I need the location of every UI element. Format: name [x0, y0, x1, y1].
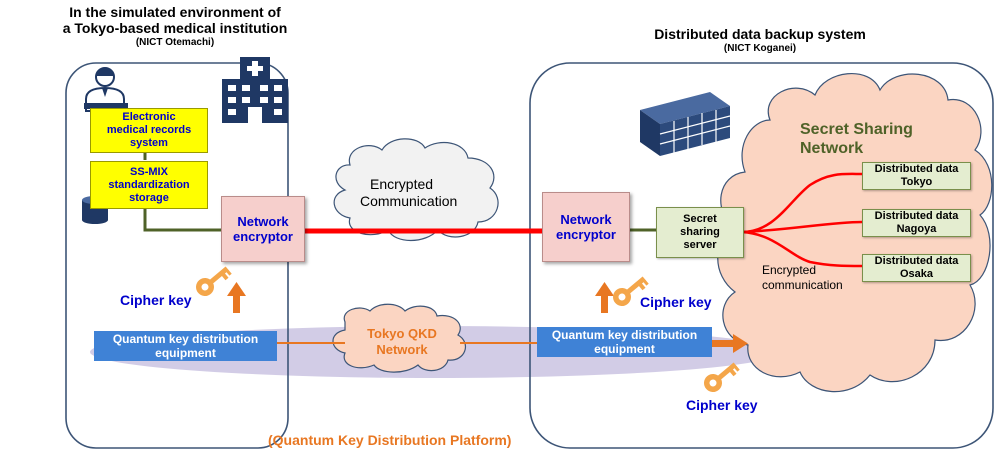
ssmix-storage-box: SS-MIX standardization storage — [90, 161, 208, 209]
left-network-encryptor: Network encryptor — [221, 196, 305, 262]
left-encryptor-line1: Network — [237, 214, 289, 229]
right-qkd-line2: equipment — [594, 342, 655, 356]
qkd-network-line2: Network — [376, 342, 428, 357]
ehr-system-box: Electronic medical records system — [90, 108, 208, 153]
qkd-right-arrow — [712, 334, 748, 353]
right-encryptor-line2: encryptor — [556, 227, 616, 242]
node-osaka-line1: Distributed data — [874, 255, 959, 267]
node-osaka-line2: Osaka — [899, 268, 933, 280]
branch-tokyo — [741, 172, 863, 234]
left-title-line2: a Tokyo-based medical institution — [62, 20, 288, 36]
right-site-box — [529, 62, 994, 449]
right-qkd-line1: Quantum key distribution — [551, 328, 698, 342]
node-osaka: Distributed data Osaka — [862, 254, 971, 282]
tokyo-qkd-cloud — [332, 303, 467, 373]
ssmix-to-encryptor-link — [143, 207, 222, 232]
secret-sharing-server: Secret sharing server — [656, 207, 744, 258]
key-icon — [196, 266, 232, 296]
bottom-cipher-key-label: Cipher key — [686, 397, 758, 413]
ehr-line1: Electronic — [122, 111, 176, 123]
encrypted-cloud — [333, 138, 499, 241]
key-icon — [613, 276, 649, 306]
right-up-arrow — [595, 282, 614, 313]
ehr-line3: system — [130, 137, 168, 149]
key-icon — [704, 362, 740, 392]
qkd-network-line1: Tokyo QKD — [367, 326, 437, 341]
left-qkd-equipment: Quantum key distribution equipment — [94, 331, 277, 361]
qkd-platform-label: (Quantum Key Distribution Platform) — [268, 432, 512, 448]
ssmix-line3: storage — [129, 191, 169, 204]
left-qkd-line1: Quantum key distribution — [112, 332, 259, 346]
hospital-icon — [222, 57, 288, 123]
ssmix-line2: standardization — [108, 178, 190, 191]
ssn-enc-line1: Encrypted — [762, 263, 817, 277]
branch-osaka — [741, 230, 863, 268]
node-nagoya-line2: Nagoya — [896, 223, 937, 235]
left-title-line1: In the simulated environment of — [69, 4, 281, 20]
right-encryptor-line1: Network — [560, 212, 612, 227]
server-line3: server — [683, 239, 717, 251]
right-cipher-key-label: Cipher key — [640, 294, 712, 310]
tokyo-qkd-network-label: Tokyo QKD Network — [352, 326, 452, 358]
ssn-line2: Network — [800, 140, 864, 157]
enc-cloud-line1: Encrypted — [370, 176, 434, 192]
right-qkd-equipment: Quantum key distribution equipment — [537, 327, 712, 357]
left-encryptor-line2: encryptor — [233, 229, 293, 244]
node-tokyo-line1: Distributed data — [874, 163, 959, 175]
node-nagoya: Distributed data Nagoya — [862, 209, 971, 237]
ssn-enc-line2: communication — [762, 278, 843, 292]
encrypted-cloud-label: Encrypted Communication — [360, 176, 480, 210]
left-qkd-line2: equipment — [155, 346, 216, 360]
node-tokyo: Distributed data Tokyo — [862, 162, 971, 190]
branch-nagoya — [741, 220, 863, 234]
server-line1: Secret — [683, 213, 717, 225]
ehr-line2: medical records — [106, 124, 192, 136]
node-tokyo-line2: Tokyo — [900, 176, 933, 188]
left-site-title: In the simulated environment of a Tokyo-… — [20, 4, 330, 49]
ssmix-line1: SS-MIX — [130, 165, 168, 178]
server-line2: sharing — [680, 226, 720, 238]
secret-sharing-network-label: Secret Sharing Network — [800, 120, 950, 158]
right-location: (NICT Koganei) — [723, 43, 797, 54]
ssn-encrypted-comm-label: Encrypted communication — [762, 263, 872, 293]
left-cipher-key-label: Cipher key — [120, 292, 192, 308]
ssn-line1: Secret Sharing — [800, 121, 913, 138]
node-nagoya-line1: Distributed data — [874, 210, 959, 222]
enc-cloud-line2: Communication — [360, 193, 458, 209]
left-up-arrow — [227, 282, 246, 313]
doctor-icon — [84, 67, 128, 112]
server-rack-icon — [640, 92, 731, 156]
left-location: (NICT Otemachi) — [135, 37, 215, 48]
right-title-text: Distributed data backup system — [654, 26, 866, 42]
right-network-encryptor: Network encryptor — [542, 192, 630, 262]
right-site-title: Distributed data backup system (NICT Kog… — [600, 26, 920, 55]
